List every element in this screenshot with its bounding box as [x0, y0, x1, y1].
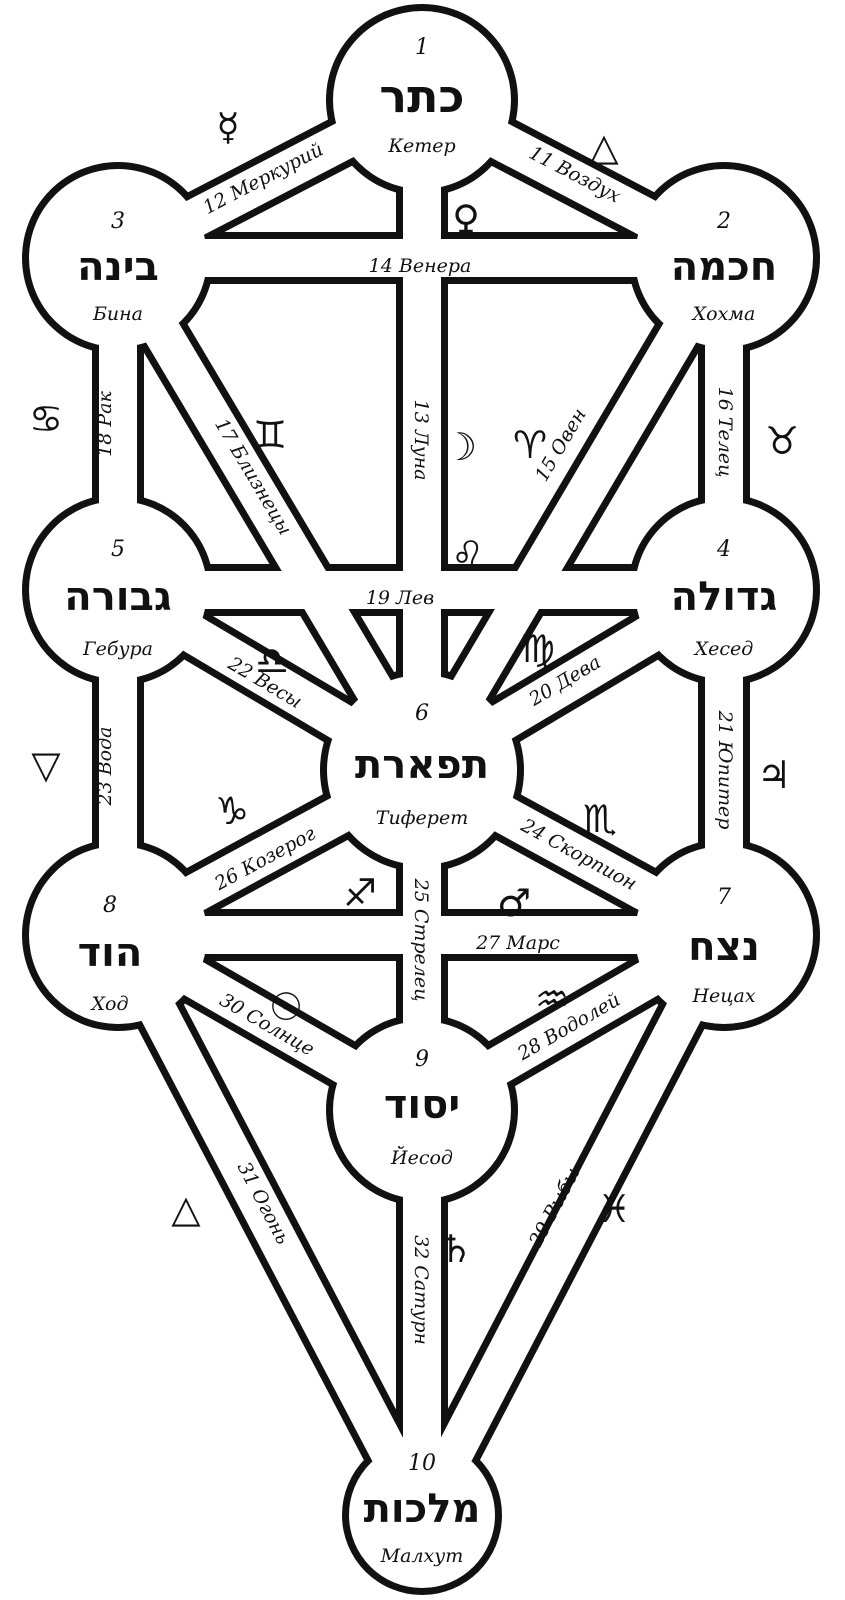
sephirah-4-hebrew: גדולה [671, 574, 778, 620]
sephirah-8-russian: Ход [89, 993, 128, 1015]
sephirah-8-hebrew: הוד [78, 930, 143, 976]
sephirah-7-hebrew: נצח [688, 924, 760, 970]
moon-icon: ☽ [443, 425, 477, 469]
sephirah-5-russian: Гебура [82, 638, 153, 660]
path-25-label: 25 Стрелец [410, 878, 432, 1002]
aquarius-icon: ♒ [535, 977, 569, 1021]
path-18-label: 18 Рак [94, 391, 116, 457]
sephirah-10-hebrew: מלכות [364, 1486, 481, 1532]
sephirah-6-russian: Тиферет [376, 807, 468, 829]
sephirah-9-hebrew: יסוד [384, 1082, 460, 1128]
sephirah-9-russian: Йесод [390, 1146, 453, 1169]
sephirot-labels: 1 כתר Кетер 2 חכמה Хохма 3 בינה Бина 4 ג… [64, 35, 777, 1567]
water-triangle-icon: ▽ [31, 743, 61, 787]
sephirah-10-russian: Малхут [380, 1545, 464, 1567]
sephirah-3-hebrew: בינה [77, 244, 159, 290]
aries-icon: ♈ [513, 423, 547, 467]
sephirot-fill-layer [29, 11, 813, 1588]
sun-icon: ☉ [269, 985, 303, 1029]
sephirah-2-russian: Хохма [691, 303, 756, 325]
sephirah-9-number: 9 [415, 1047, 429, 1072]
sephirah-5-hebrew: גבורה [64, 574, 172, 620]
scorpio-icon: ♏ [583, 797, 617, 841]
fire-triangle-icon: △ [171, 1187, 201, 1231]
sephirah-6-number: 6 [415, 701, 429, 726]
leo-icon: ♌ [451, 533, 485, 577]
venus-icon: ♀ [452, 197, 480, 241]
path-21-label: 21 Юпитер [714, 710, 736, 830]
sephirah-1-number: 1 [415, 35, 429, 60]
sephirah-4-number: 4 [716, 537, 731, 562]
sephirah-1-hebrew: כתר [379, 69, 464, 123]
gemini-icon: ♊ [253, 413, 287, 457]
path-32-label: 32 Сатурн [410, 1235, 432, 1345]
sephirah-6-hebrew: תפארת [355, 742, 489, 788]
path-19-label: 19 Лев [366, 587, 434, 609]
sephirah-1-russian: Кетер [387, 135, 455, 157]
sephirah-10-number: 10 [408, 1451, 436, 1476]
sephirah-4-russian: Хесед [693, 638, 754, 660]
sephirah-2-number: 2 [716, 209, 731, 234]
pisces-icon: ♓ [597, 1187, 631, 1231]
virgo-icon: ♍ [521, 627, 555, 671]
sephirah-7-number: 7 [717, 885, 731, 910]
sephirah-8-number: 8 [103, 893, 117, 918]
sephirah-2-hebrew: חכמה [671, 244, 778, 290]
sephirah-7-russian: Нецах [691, 985, 755, 1007]
sephirah-3-number: 3 [111, 209, 125, 234]
path-23-label: 23 Вода [94, 727, 116, 807]
sephirah-5-number: 5 [111, 537, 125, 562]
jupiter-icon: ♃ [757, 753, 791, 797]
cancer-icon: ♋ [29, 397, 63, 441]
mars-icon: ♂ [497, 881, 531, 925]
air-triangle-icon: △ [589, 125, 619, 169]
capricorn-icon: ♑ [215, 789, 249, 833]
path-14-label: 14 Венера [369, 255, 472, 277]
path-27-label: 27 Марс [475, 932, 560, 954]
taurus-icon: ♉ [765, 419, 799, 463]
libra-icon: ♎ [255, 639, 289, 683]
path-13-label: 13 Луна [410, 400, 432, 481]
saturn-icon: ♄ [439, 1227, 473, 1271]
mercury-icon: ☿ [216, 105, 239, 149]
path-16-label: 16 Телец [714, 387, 736, 478]
sephirah-3-russian: Бина [92, 303, 143, 325]
symbols-layer: ☿ △ ♀ ♊ ☽ ♈ ♋ ♉ ♌ ♎ ♍ ▽ ♃ ♑ ♏ ♐ ♂ ☉ ♒ △ … [29, 105, 799, 1271]
sagittarius-icon: ♐ [343, 871, 377, 915]
